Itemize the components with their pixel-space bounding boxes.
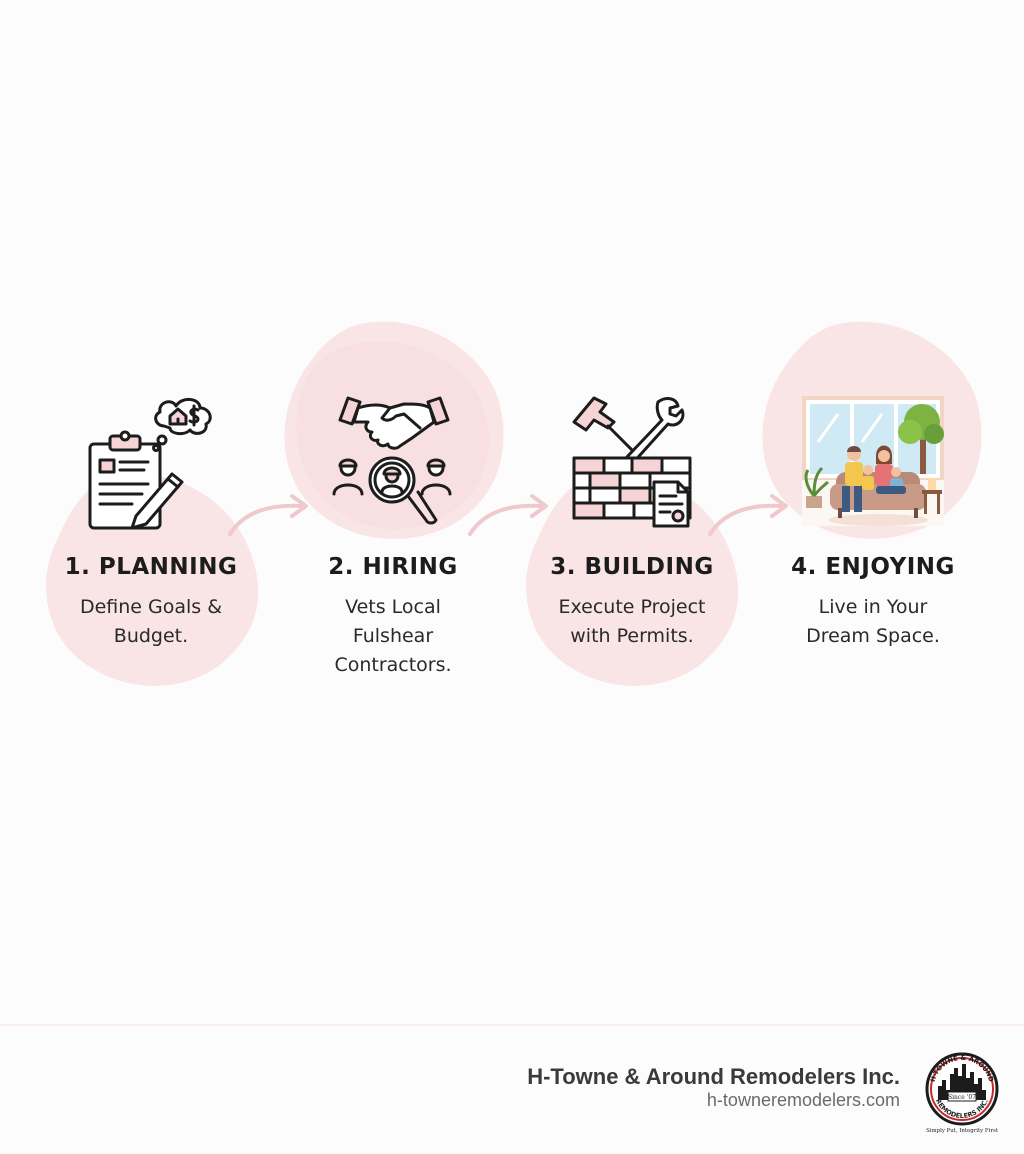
family-living-room-icon (802, 396, 944, 526)
arrow-2-3 (468, 494, 548, 536)
step-description: Execute Project with Permits. (558, 596, 706, 647)
step-title: 4. ENJOYING (791, 554, 955, 580)
arrow-3-4 (708, 494, 788, 536)
step-title: 1. PLANNING (64, 554, 238, 580)
footer-divider (0, 1024, 1024, 1026)
logo-tagline: Simply Put, Integrity First (926, 1128, 999, 1134)
step-enjoying: 4. ENJOYING Live in Your Dream Space. (753, 553, 993, 651)
arrow-1-2 (228, 494, 308, 536)
step-title: 2. HIRING (328, 554, 458, 580)
company-url[interactable]: h-towneremodelers.com (706, 1090, 900, 1110)
tools-bricks-icon (572, 396, 692, 528)
handshake-search-icon (332, 396, 452, 525)
step-description: Live in Your Dream Space. (806, 596, 940, 647)
step-planning: 1. PLANNING Define Goals & Budget. (31, 553, 271, 651)
company-logo: H-TOWNE & AROUND REMODELERS INC. Since '… (925, 1052, 999, 1134)
company-name: H-Towne & Around Remodelers Inc. (527, 1064, 900, 1089)
logo-since: Since '07 (948, 1094, 976, 1101)
step-description: Define Goals & Budget. (79, 596, 223, 647)
step-building: 3. BUILDING Execute Project with Permits… (512, 553, 752, 651)
step-hiring: 2. HIRING Vets Local Fulshear Contractor… (273, 553, 513, 680)
clipboard-pencil-icon (88, 398, 212, 530)
step-title: 3. BUILDING (550, 554, 714, 580)
step-description: Vets Local Fulshear Contractors. (334, 596, 452, 676)
